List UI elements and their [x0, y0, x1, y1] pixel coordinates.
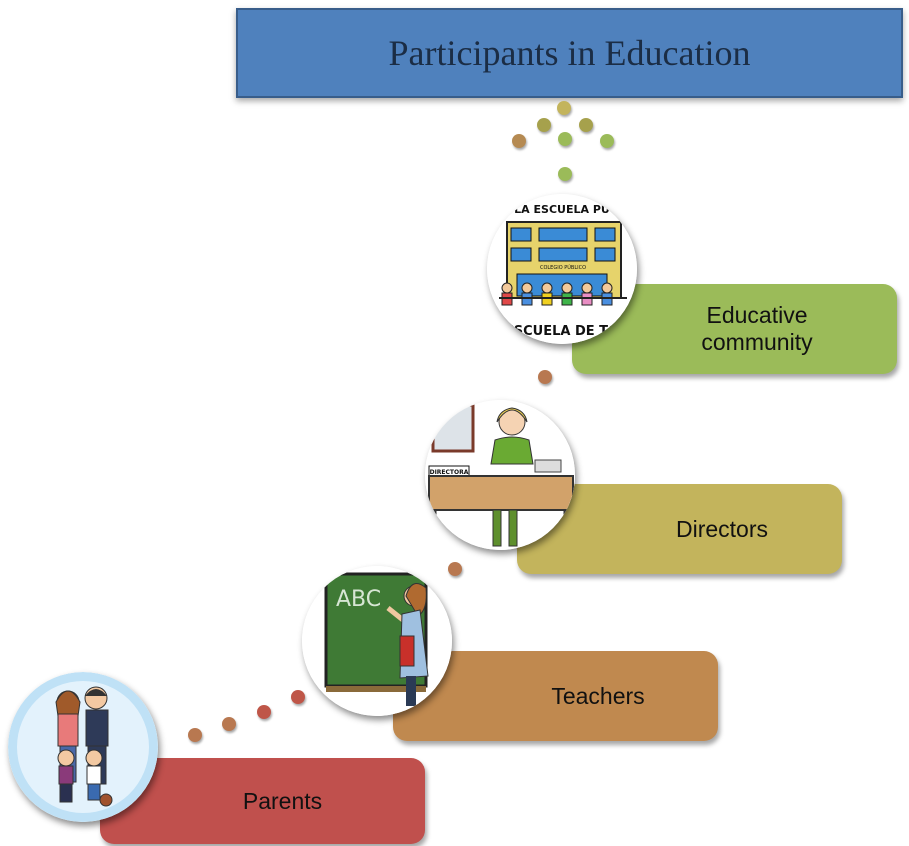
connector-dot [222, 717, 236, 731]
diagram-title: Participants in Education [388, 33, 751, 73]
connector-dot [188, 728, 202, 742]
connector-dot [538, 370, 552, 384]
director-sign-text: DIRECTORA [430, 469, 469, 476]
step-label-text: Teachers [551, 682, 645, 709]
step-label-text: Directors [675, 515, 768, 542]
school-building-illustration: LA ESCUELA PÚ COLEGIO PÚBLICO ESCUELA DE… [487, 194, 637, 344]
connector-dot [257, 705, 271, 719]
director-at-desk-illustration: DIRECTORA [425, 400, 575, 550]
school-bottom-text: ESCUELA DE TO [505, 324, 619, 339]
family-illustration [8, 672, 158, 822]
connector-dot [291, 690, 305, 704]
teacher-at-chalkboard-illustration: ABC [302, 566, 452, 716]
connector-dot [537, 118, 551, 132]
school-sign-text: COLEGIO PÚBLICO [540, 264, 586, 271]
step-label-text: Educative community [701, 302, 813, 355]
connector-dot [448, 562, 462, 576]
school-top-text: LA ESCUELA PÚ [514, 203, 610, 216]
step-label-text: Parents [242, 787, 323, 814]
connector-dot [512, 134, 526, 148]
connector-dot [558, 167, 572, 181]
step-label-directors: Directors [517, 484, 842, 574]
diagram-title-box: Participants in Education [236, 8, 903, 98]
connector-dot [558, 132, 572, 146]
connector-dot [579, 118, 593, 132]
connector-dot [557, 101, 571, 115]
chalkboard-text: ABC [336, 587, 381, 612]
step-label-parents: Parents [100, 758, 425, 844]
connector-dot [600, 134, 614, 148]
